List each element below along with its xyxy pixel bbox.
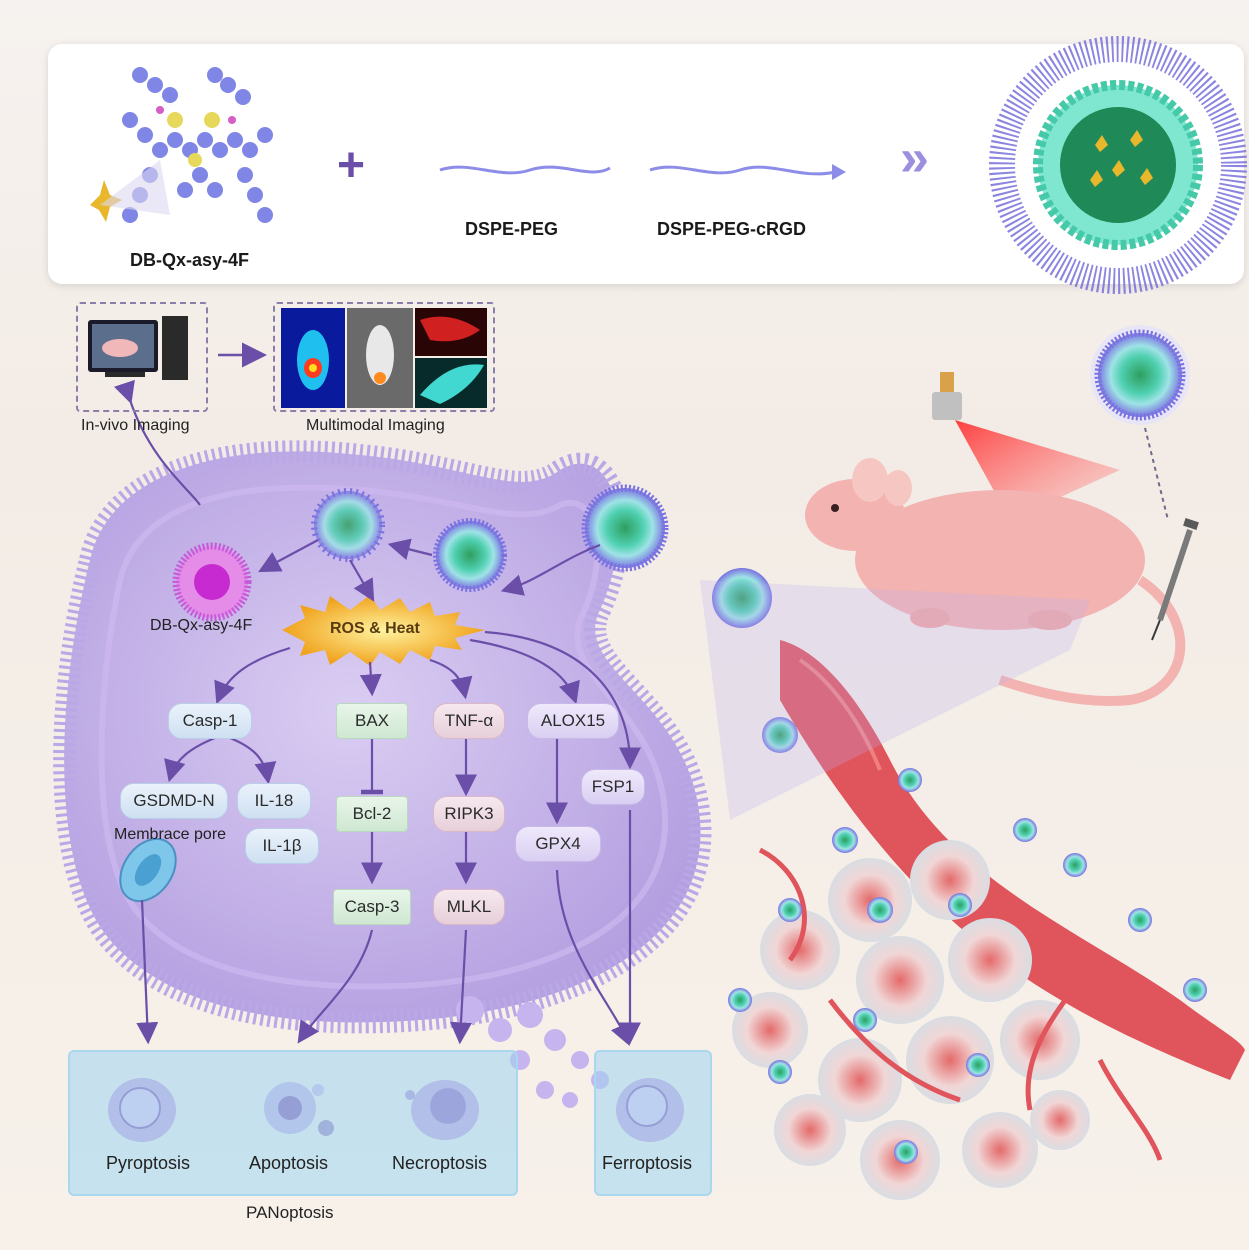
dspe-peg-label: DSPE-PEG [465,219,559,239]
pathway-arrows [113,379,641,1047]
ripk3-node: RIPK3 [433,796,505,832]
alox15-node: ALOX15 [527,703,619,739]
capillary-vessels [758,847,1163,1161]
tnfa-node: TNF-α [433,703,505,739]
ferroptosis-label: Ferroptosis [602,1153,693,1173]
nanoparticle-outside-icon [581,484,669,572]
nanoparticle-injected-icon [1090,325,1190,425]
ros-heat-burst-icon [282,595,485,666]
nanoparticle-disassembling-icon [311,488,385,562]
computer-monitor-icon [88,316,188,380]
dspe-peg-crgd-label: DSPE-PEG-cRGD [657,219,807,239]
invivo-imaging-frame [76,302,208,412]
bax-node: BAX [336,703,408,739]
membrane-pore-icon [119,837,177,903]
apoptosis-label: Apoptosis [249,1153,329,1173]
molecule-label: DB-Qx-asy-4F [130,250,250,270]
casp1-node: Casp-1 [168,703,252,739]
molecule-structure-icon [90,67,273,223]
plus-sign: + [337,139,366,192]
double-chevron-icon: » [900,129,929,187]
il1b-node: IL-1β [245,828,319,864]
multimodal-imaging-frame [273,302,495,412]
mouse-body-icon [805,458,1186,706]
dspe-peg-crgd-chain-icon [649,165,836,176]
nanoparticle-entering-icon [433,518,507,592]
ferroptosis-box [594,1050,712,1196]
multimodal-imaging-label: Multimodal Imaging [306,417,445,434]
membrane-pore-label: Membrace pore [114,826,227,843]
nanoparticle-icon [989,36,1247,294]
pyroptosis-label: Pyroptosis [106,1153,191,1173]
bcl2-node: Bcl-2 [336,796,408,832]
invivo-imaging-label: In-vivo Imaging [81,417,190,434]
casp3-node: Casp-3 [333,889,411,925]
panoptosis-label: PANoptosis [246,1203,334,1222]
necroptosis-label: Necroptosis [392,1153,488,1173]
gpx4-node: GPX4 [515,826,601,862]
gsdmd-node: GSDMD-N [120,783,228,819]
ros-heat-label: ROS & Heat [330,620,420,637]
multimodal-image-panels [281,308,487,408]
zoom-projection [700,580,1090,820]
released-dye-label: DB-Qx-asy-4F [150,617,253,634]
syringe-icon [1151,518,1199,641]
mlkl-node: MLKL [433,889,505,925]
dspe-peg-chain-icon [439,165,611,175]
released-dye-icon [172,542,252,622]
il18-node: IL-18 [237,783,311,819]
blood-vessel-icon [780,640,1245,1080]
fsp1-node: FSP1 [581,769,645,805]
panoptosis-box [68,1050,518,1196]
circulating-nanoparticles [712,568,1207,1164]
